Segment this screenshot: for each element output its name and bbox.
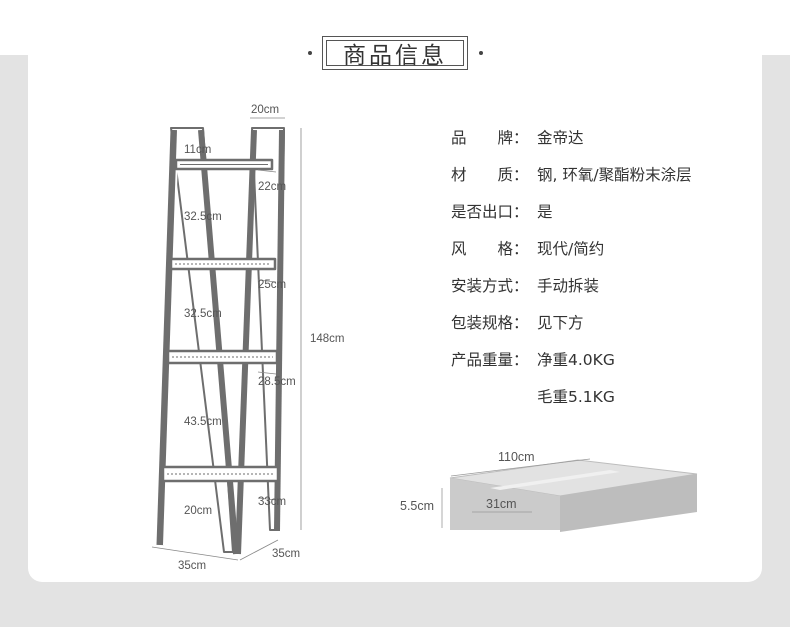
base-depth-label: 35cm [272,548,300,560]
shelf-level-3 [166,349,279,365]
spec-label: 包装规格： [451,314,529,332]
package-box: 110cm 5.5cm 31cm [400,450,698,532]
spec-row-package: 包装规格： 见下方 [451,312,584,334]
spec-value: 净重4.0KG [537,351,615,369]
spec-value: 金帝达 [537,129,584,147]
shelf-level-2 [169,257,277,271]
package-width-label: 31cm [486,497,517,511]
shelf-level-4 [161,465,280,483]
spec-row-material: 材 质： 钢, 环氧/聚酯粉末涂层 [451,164,692,186]
dimension-labels: 20cm 11cm 22cm 32.5cm 25cm 32.5cm 148cm … [178,104,345,572]
dimension-lines [151,117,302,561]
gap1-label: 32.5cm [184,211,222,223]
top-gap-label: 11cm [184,144,211,156]
title-right-dot [479,51,483,55]
spec-value: 钢, 环氧/聚酯粉末涂层 [537,166,692,184]
spec-label: 安装方式： [451,277,529,295]
spec-row-weight: 产品重量： 净重4.0KG [451,349,615,371]
spec-label: 产品重量： [451,351,529,369]
spec-row-gross-weight: 毛重5.1KG [451,386,615,408]
spec-value: 是 [537,203,553,221]
top-width-label: 20cm [251,104,279,116]
section-header: 商品信息 [0,30,790,78]
base-width-label: 35cm [178,560,206,572]
spec-label: 品 牌： [451,129,529,147]
shelf3-depth-label: 28.5cm [258,376,296,388]
spec-row-install: 安装方式： 手动拆装 [451,275,599,297]
shelf2-depth-label: 25cm [258,279,286,291]
spec-label: 材 质： [451,166,529,184]
shelf-frame [156,127,285,555]
spec-row-export: 是否出口： 是 [451,201,553,223]
gap2-label: 32.5cm [184,308,222,320]
gap3-label: 43.5cm [184,416,222,428]
package-height-label: 5.5cm [400,499,434,513]
spec-value: 手动拆装 [537,277,600,295]
spec-label: 风 格： [451,240,529,258]
spec-value: 现代/简约 [537,240,605,258]
spec-value: 见下方 [537,314,584,332]
bottom-gap-label: 20cm [184,505,212,517]
shelf4-depth-label: 33cm [258,496,286,508]
spec-row-brand: 品 牌： 金帝达 [451,127,584,149]
section-title: 商品信息 [326,40,464,69]
spec-row-style: 风 格： 现代/简约 [451,238,604,260]
spec-value: 毛重5.1KG [537,388,615,406]
title-left-dot [308,51,312,55]
spec-label: 是否出口： [451,203,529,221]
height-label: 148cm [310,333,345,345]
shelf-level-1 [174,158,274,171]
shelf1-depth-label: 22cm [258,181,286,193]
title-frame: 商品信息 [322,36,468,70]
package-length-label: 110cm [498,450,535,464]
